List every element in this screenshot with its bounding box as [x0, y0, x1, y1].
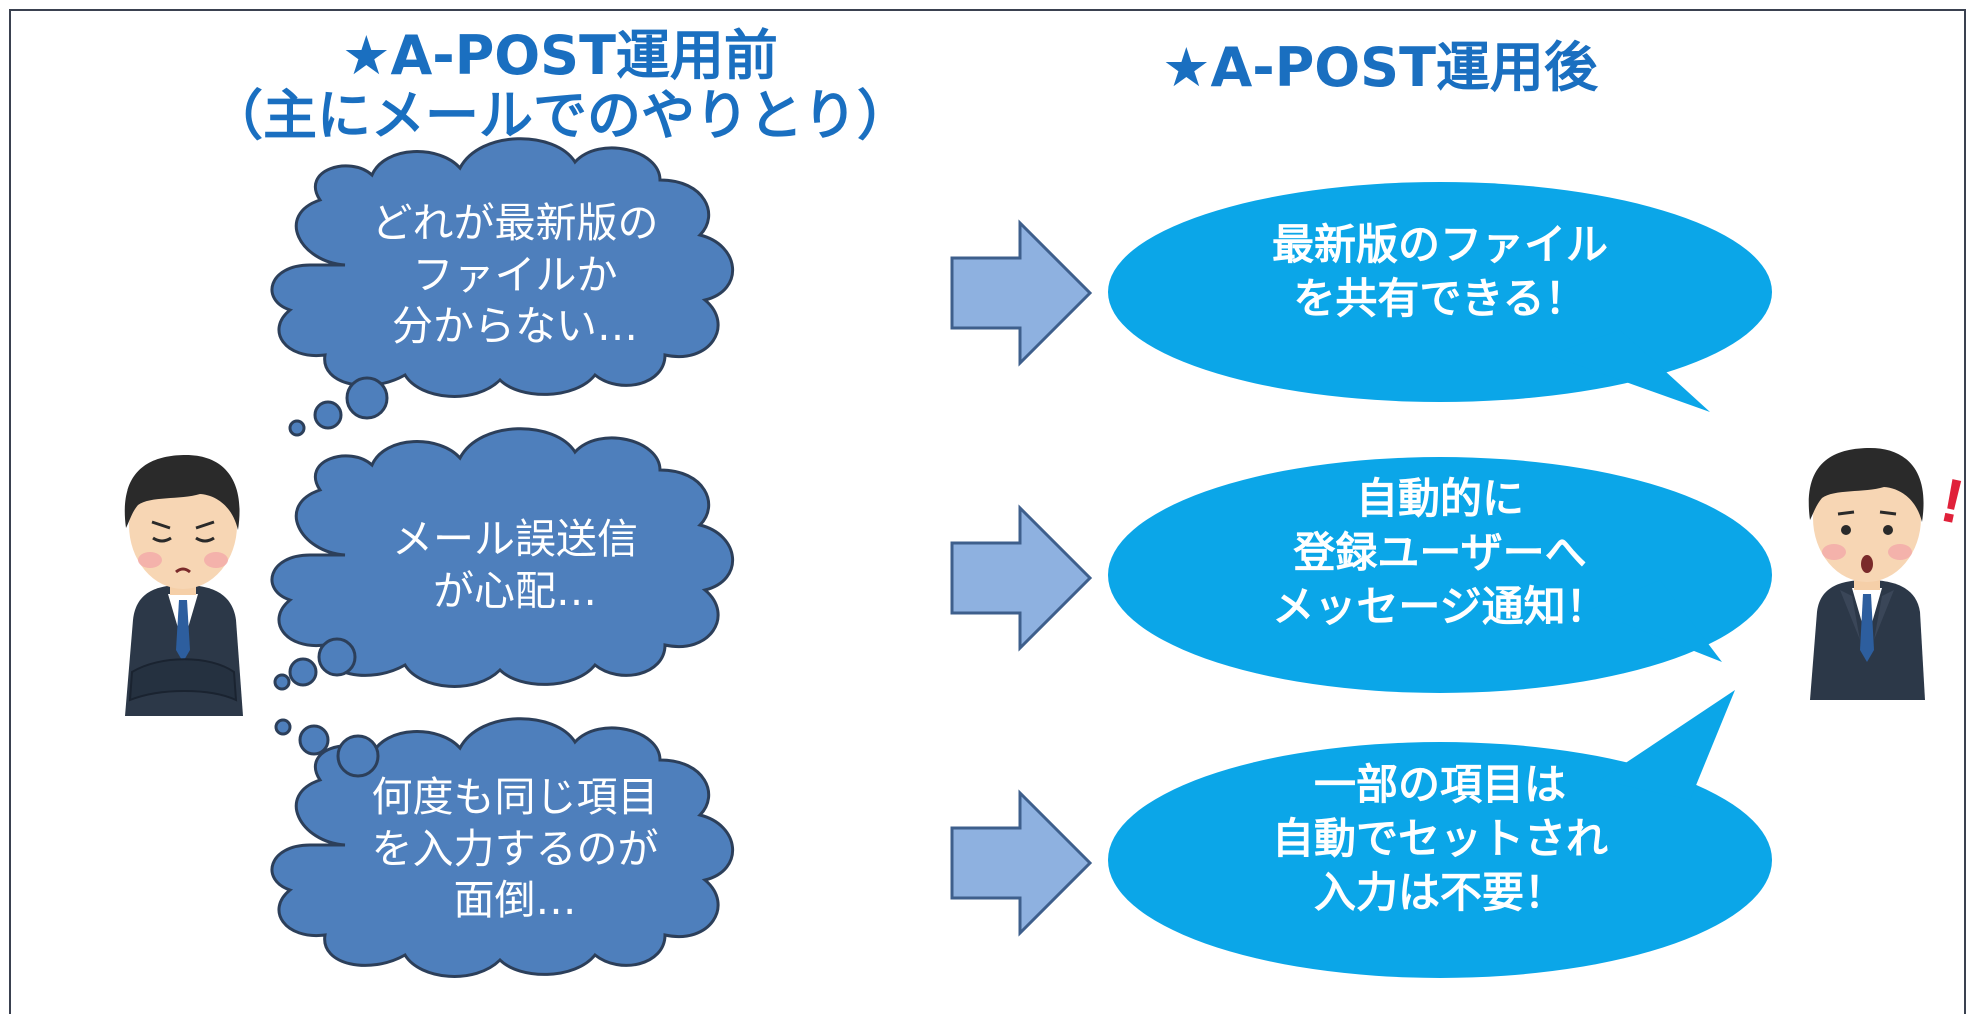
bubble-2-line-3: メッセージ通知！ — [1272, 581, 1608, 631]
right-arrow-2 — [950, 504, 1093, 652]
bubble-text-3: 一部の項目は 自動でセットされ 入力は不要！ — [1180, 758, 1700, 919]
bubble-3-line-1: 一部の項目は — [1313, 760, 1566, 809]
cloud-text-2: メール誤送信 が心配… — [330, 514, 700, 617]
speech-bubble-2 — [1108, 457, 1772, 693]
before-heading-subtitle: （主にメールでのやりとり） — [209, 84, 911, 148]
before-heading-title: ★A-POST運用前 — [342, 24, 778, 87]
bubble-3-line-2: 自動でセットされ — [1271, 813, 1608, 863]
right-arrow-3 — [950, 789, 1093, 937]
bubble-1-line-2: を共有できる！ — [1293, 273, 1587, 323]
speech-bubble-1 — [1108, 182, 1772, 412]
cloud-2-line-1: メール誤送信 — [392, 515, 638, 563]
bubble-text-1: 最新版のファイル を共有できる！ — [1180, 218, 1700, 326]
before-heading: ★A-POST運用前 （主にメールでのやりとり） — [160, 24, 960, 148]
exclamation-mark-icon: ! — [1935, 466, 1970, 538]
bubble-1-line-1: 最新版のファイル — [1271, 220, 1608, 269]
cloud-1-line-3: 分からない… — [392, 302, 638, 351]
thought-cloud-1 — [270, 137, 734, 398]
cloud-1-line-2: ファイルか — [412, 250, 618, 299]
slide-frame — [9, 9, 1966, 1014]
cloud-3-line-2: を入力するのが — [371, 824, 659, 873]
bubble-3-line-3: 入力は不要！ — [1313, 867, 1566, 917]
businessman-surprised-icon — [1808, 448, 1925, 700]
after-heading-title: ★A-POST運用後 — [1162, 36, 1598, 99]
right-arrow-1 — [950, 219, 1093, 367]
bubble-2-line-1: 自動的に — [1355, 474, 1524, 523]
thought-cloud-3 — [270, 717, 734, 978]
bubble-2-line-2: 登録ユーザーへ — [1293, 527, 1587, 577]
cloud-1-line-1: どれが最新版の — [371, 199, 659, 247]
thought-bubble-dots-1 — [288, 376, 389, 437]
cloud-3-line-1: 何度も同じ項目 — [371, 773, 659, 821]
bubble-text-2: 自動的に 登録ユーザーへ メッセージ通知！ — [1180, 472, 1700, 633]
thought-bubble-dots-3 — [274, 718, 380, 778]
cloud-3-line-3: 面倒… — [453, 876, 577, 925]
cloud-2-line-2: が心配… — [433, 566, 597, 615]
cloud-text-1: どれが最新版の ファイルか 分からない… — [330, 198, 700, 353]
after-heading: ★A-POST運用後 — [1120, 36, 1640, 99]
speech-bubble-3 — [1108, 690, 1772, 978]
cloud-text-3: 何度も同じ項目 を入力するのが 面倒… — [330, 772, 700, 927]
thought-bubble-dots-2 — [273, 637, 357, 691]
businessman-worried-icon — [124, 455, 243, 716]
